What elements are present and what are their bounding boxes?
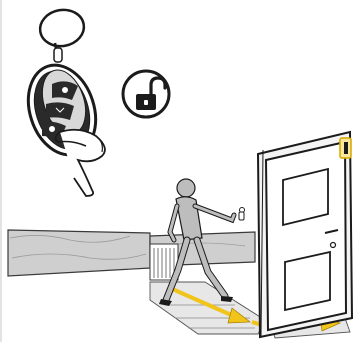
door-icon — [258, 132, 352, 337]
door-sensor-icon — [340, 138, 351, 158]
keyfob-icon — [17, 6, 106, 196]
garden-wall — [8, 230, 255, 276]
unlock-icon — [123, 71, 169, 117]
